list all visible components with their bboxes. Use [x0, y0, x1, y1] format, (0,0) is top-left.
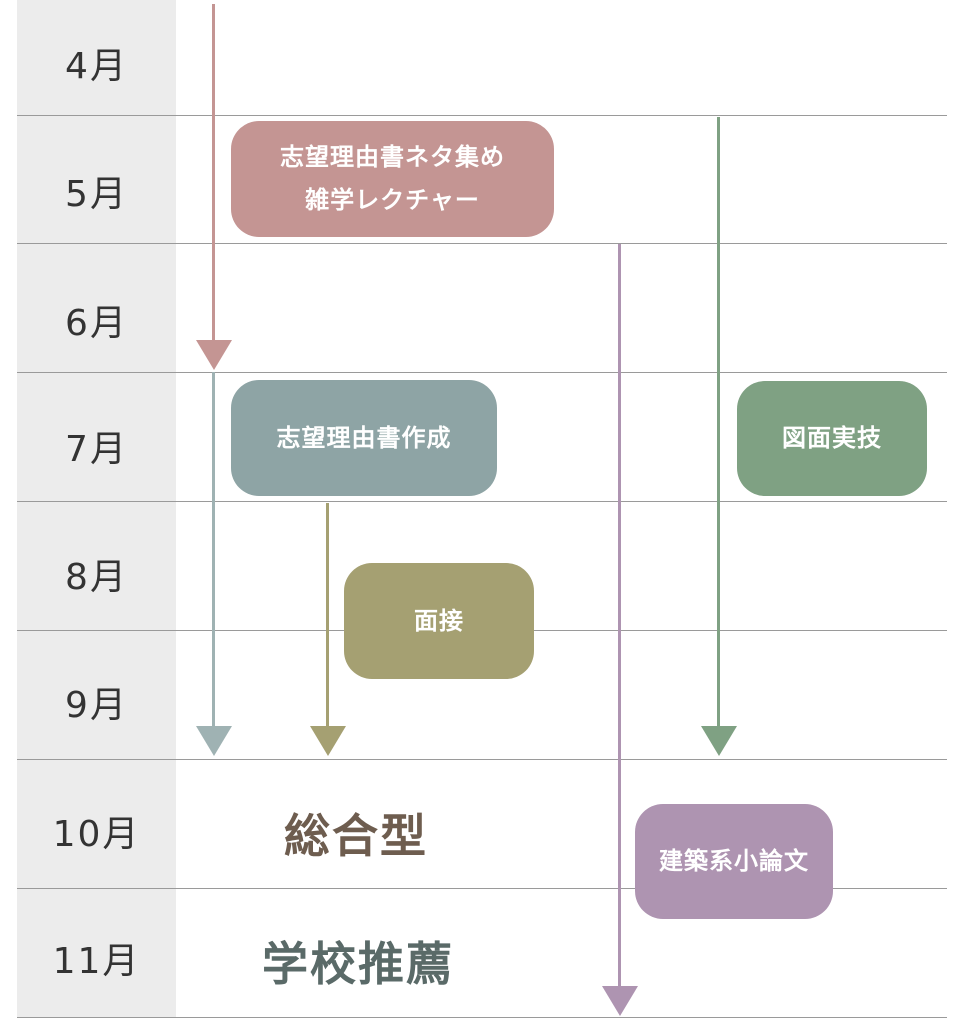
month-column: [17, 0, 176, 1018]
neta-line1: 志望理由書ネタ集め: [280, 143, 505, 171]
zumen-arrow-head: [701, 726, 737, 756]
row-divider: [17, 243, 947, 244]
month-label-9: 9月: [65, 685, 128, 726]
month-label-4: 4月: [65, 46, 128, 87]
sakusei-label: 志望理由書作成: [276, 423, 452, 452]
sogo-label: 総合型: [284, 809, 428, 863]
shoronbun-arrow-line: [618, 244, 621, 988]
zumen-label: 図面実技: [782, 424, 882, 452]
row-divider: [17, 372, 947, 373]
sakusei-arrow-head: [196, 726, 232, 756]
sakusei-arrow-line: [212, 372, 215, 730]
month-label-7: 7月: [65, 429, 128, 470]
shoronbun-box: 建築系小論文: [635, 804, 833, 919]
month-label-10: 10月: [52, 814, 141, 855]
mensetsu-arrow-head: [310, 726, 346, 756]
row-divider: [17, 501, 947, 502]
row-divider: [17, 1017, 947, 1018]
sakusei-box: 志望理由書作成: [231, 380, 497, 496]
neta-box: 志望理由書ネタ集め 雑学レクチャー: [231, 121, 554, 237]
zumen-box: 図面実技: [737, 381, 927, 496]
neta-arrow-line: [212, 4, 215, 344]
neta-line2: 雑学レクチャー: [305, 186, 480, 214]
neta-arrow-head: [196, 340, 232, 370]
shoronbun-arrow-head: [602, 986, 638, 1016]
month-label-5: 5月: [65, 174, 128, 215]
month-label-11: 11月: [52, 941, 141, 982]
mensetsu-arrow-line: [326, 503, 329, 731]
zumen-arrow-line: [717, 117, 720, 731]
row-divider: [17, 759, 947, 760]
row-divider: [17, 888, 947, 889]
mensetsu-label: 面接: [414, 606, 464, 635]
suisen-label: 学校推薦: [262, 937, 454, 991]
month-label-8: 8月: [65, 557, 128, 598]
shoronbun-label: 建築系小論文: [659, 847, 809, 875]
month-label-6: 6月: [65, 303, 128, 344]
mensetsu-box: 面接: [344, 563, 534, 679]
row-divider: [17, 115, 947, 116]
